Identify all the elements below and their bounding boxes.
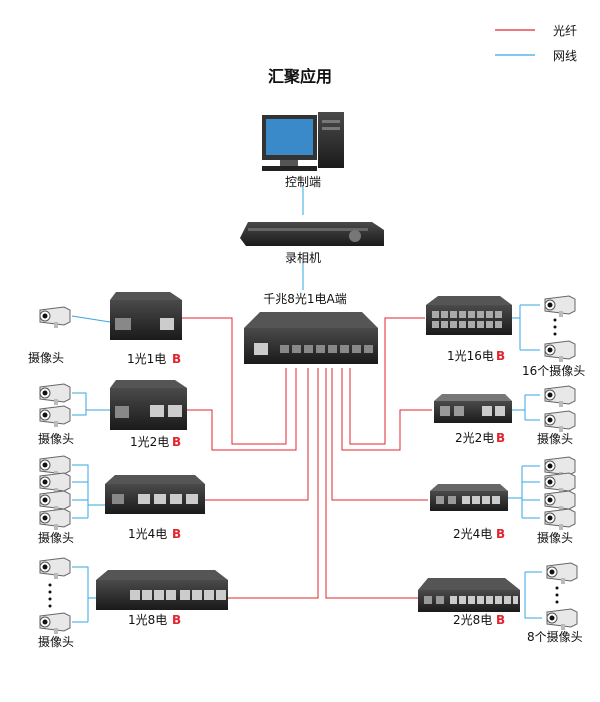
camera-icon (39, 557, 71, 580)
device-l2-tag: B (172, 435, 181, 449)
device-l4 (96, 570, 228, 610)
fiber-r2 (341, 368, 432, 451)
device-r4 (418, 578, 520, 612)
fiber-r3 (331, 368, 428, 501)
camera-icon (39, 306, 71, 329)
camera-group-l1 (39, 306, 71, 329)
legend-network-label: 网线 (553, 49, 577, 63)
legend-fiber-label: 光纤 (553, 24, 577, 38)
camera-icon (544, 340, 576, 363)
device-l2 (110, 380, 187, 430)
camera-group-r4 (546, 562, 578, 631)
ellipsis-dots (555, 586, 559, 604)
device-l4-name: 1光8电 (128, 613, 167, 627)
camera-group-l2 (39, 383, 71, 428)
recorder-label: 录相机 (285, 251, 321, 265)
camera-icon (544, 508, 576, 531)
device-l3-name: 1光4电 (128, 527, 167, 541)
camera-icon (546, 562, 578, 585)
device-r3 (430, 484, 508, 511)
camera-group-r1 (544, 295, 576, 363)
hub-device (244, 312, 378, 364)
link-cam-l3 (72, 464, 108, 519)
link-cam-l4 (72, 566, 98, 623)
fiber-l2 (186, 368, 297, 451)
camera-icon (39, 405, 71, 428)
camera-label-l3: 摄像头 (38, 530, 74, 545)
control-label: 控制端 (285, 175, 321, 189)
fiber-r4 (325, 368, 418, 599)
legend: 光纤 网线 (495, 24, 577, 63)
camera-group-l3 (39, 455, 71, 531)
fiber-l1 (180, 317, 287, 445)
device-r1-name: 1光16电 (447, 349, 494, 363)
link-cam-r1 (508, 304, 540, 351)
camera-icon (39, 490, 71, 513)
fiber-l4 (225, 368, 319, 599)
fiber-l3 (203, 368, 309, 501)
device-r3-name: 2光4电 (453, 527, 492, 541)
device-r1 (426, 296, 512, 335)
device-r1-tag: B (496, 349, 505, 363)
camera-icon (39, 383, 71, 406)
fiber-links (180, 317, 432, 599)
diagram-title: 汇聚应用 (268, 67, 332, 86)
camera-icon (546, 608, 578, 631)
device-l2-name: 1光2电 (130, 435, 169, 449)
device-r4-name: 2光8电 (453, 613, 492, 627)
camera-icon (544, 410, 576, 433)
camera-icon (544, 472, 576, 495)
device-l3 (105, 475, 205, 514)
device-l3-tag: B (172, 527, 181, 541)
device-r2 (434, 394, 512, 423)
camera-label-r3: 摄像头 (537, 530, 573, 545)
device-l4-tag: B (172, 613, 181, 627)
device-r2-name: 2光2电 (455, 431, 494, 445)
camera-icon (39, 612, 71, 635)
camera-label-l2: 摄像头 (38, 431, 74, 446)
camera-group-r3 (544, 456, 576, 531)
link-cam-l2 (72, 392, 110, 416)
camera-icon (544, 385, 576, 408)
hub-label: 千兆8光1电A端 (263, 292, 346, 306)
camera-icon (544, 295, 576, 318)
fiber-r1 (349, 317, 425, 445)
camera-group-r2 (544, 385, 576, 433)
device-l1-name: 1光1电 (127, 352, 166, 366)
link-cam-l1 (71, 315, 111, 323)
camera-group-l4 (39, 557, 71, 635)
camera-icon (39, 508, 71, 531)
link-cam-r3 (505, 465, 540, 519)
recorder-device (240, 222, 384, 246)
ellipsis-dots (48, 583, 52, 608)
device-r4-tag: B (496, 613, 505, 627)
computer-icon (262, 112, 344, 171)
device-r3-tag: B (496, 527, 505, 541)
device-l1 (110, 292, 182, 340)
camera-label-r4: 8个摄像头 (527, 629, 583, 644)
link-cam-r4 (524, 571, 542, 619)
camera-icon (544, 490, 576, 513)
camera-icon (39, 472, 71, 495)
camera-label-l1: 摄像头 (28, 350, 64, 365)
ellipsis-dots (553, 318, 557, 336)
camera-label-r2: 摄像头 (537, 431, 573, 446)
camera-label-r1: 16个摄像头 (522, 363, 585, 378)
device-l1-tag: B (172, 352, 181, 366)
device-r2-tag: B (496, 431, 505, 445)
link-cam-r2 (512, 394, 540, 421)
camera-label-l4: 摄像头 (38, 634, 74, 649)
